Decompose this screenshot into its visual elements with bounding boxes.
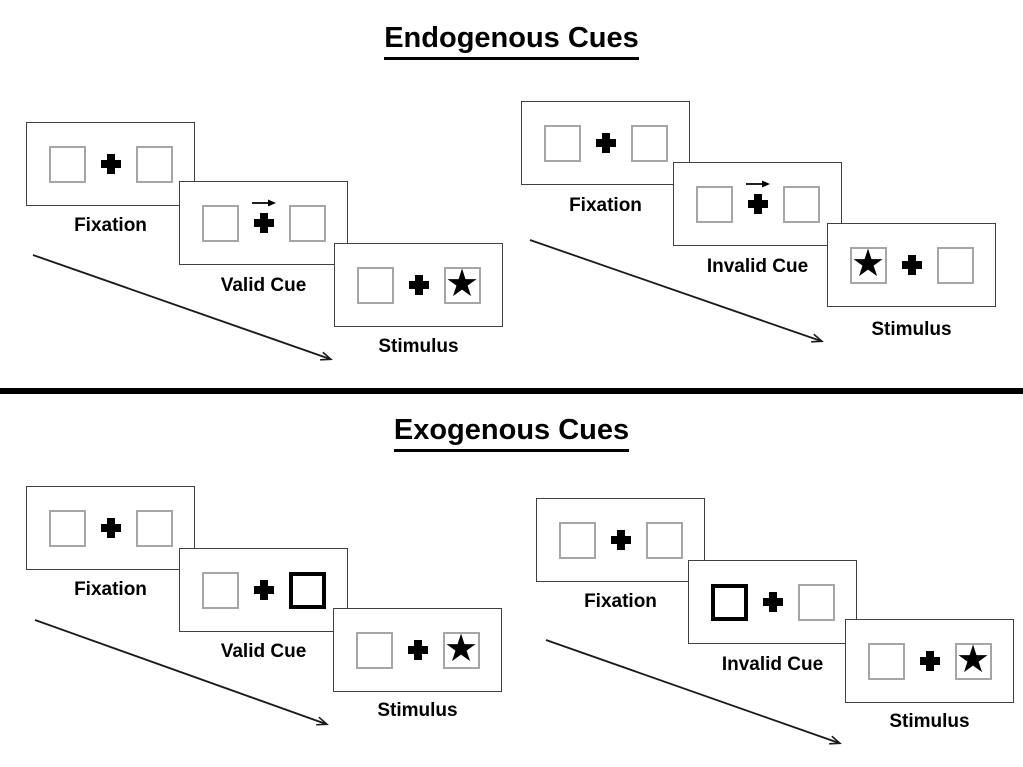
time-arrow-endo-valid bbox=[32, 254, 333, 361]
right-arrow-cue-icon bbox=[745, 180, 770, 188]
frame-exo-valid-stimulus: ★ bbox=[333, 608, 502, 692]
frame-label: Fixation bbox=[74, 215, 147, 236]
frame-endo-valid-cue bbox=[179, 181, 348, 265]
left-box bbox=[48, 509, 86, 547]
section-title-endogenous: Endogenous Cues bbox=[0, 22, 1023, 60]
frame-label: Fixation bbox=[74, 579, 147, 600]
right-box bbox=[135, 145, 173, 183]
right-box bbox=[936, 246, 974, 284]
right-box bbox=[288, 204, 326, 242]
fixation-cross-icon bbox=[901, 255, 922, 275]
right-box bbox=[797, 583, 835, 621]
star-stimulus-icon: ★ bbox=[955, 638, 991, 681]
section-title-text: Exogenous Cues bbox=[393, 414, 630, 452]
right-box-with-star: ★ bbox=[954, 638, 992, 681]
right-box bbox=[782, 185, 820, 223]
left-box bbox=[201, 204, 239, 242]
right-box-with-star: ★ bbox=[442, 627, 480, 670]
star-stimulus-icon: ★ bbox=[443, 627, 479, 670]
fixation-cross-icon bbox=[595, 133, 616, 153]
frame-endo-valid-fixation bbox=[26, 122, 195, 206]
frame-label: Invalid Cue bbox=[706, 256, 809, 277]
fixation-cross-icon bbox=[253, 580, 274, 600]
left-box bbox=[356, 266, 394, 304]
fixation-cross-icon bbox=[100, 154, 121, 174]
left-box bbox=[355, 631, 393, 669]
frame-endo-valid-stimulus: ★ bbox=[334, 243, 503, 327]
right-box-highlighted-cue bbox=[288, 571, 326, 609]
section-title-text: Endogenous Cues bbox=[384, 22, 639, 60]
frame-label: Stimulus bbox=[378, 336, 459, 357]
frame-label: Fixation bbox=[569, 195, 642, 216]
frame-label: Invalid Cue bbox=[721, 654, 824, 675]
left-box bbox=[867, 642, 905, 680]
frame-label: Valid Cue bbox=[220, 641, 307, 662]
left-box bbox=[543, 124, 581, 162]
right-box-with-star: ★ bbox=[443, 262, 481, 305]
left-box bbox=[201, 571, 239, 609]
frame-exo-invalid-fixation bbox=[536, 498, 705, 582]
right-box bbox=[645, 521, 683, 559]
fixation-cross-icon bbox=[610, 530, 631, 550]
frame-exo-invalid-cue bbox=[688, 560, 857, 644]
right-arrow-cue-icon bbox=[251, 199, 276, 207]
fixation-cross-icon bbox=[407, 640, 428, 660]
left-box bbox=[695, 185, 733, 223]
left-box-with-star: ★ bbox=[849, 242, 887, 285]
star-stimulus-icon: ★ bbox=[850, 242, 886, 285]
fixation-cross-icon bbox=[919, 651, 940, 671]
fixation-cross-icon bbox=[251, 199, 276, 233]
time-arrow-exo-valid bbox=[34, 619, 329, 726]
fixation-cross-icon bbox=[745, 180, 770, 214]
right-box bbox=[135, 509, 173, 547]
frame-endo-invalid-fixation bbox=[521, 101, 690, 185]
fixation-cross-icon bbox=[762, 592, 783, 612]
frame-exo-invalid-stimulus: ★ bbox=[845, 619, 1014, 703]
section-divider bbox=[0, 388, 1023, 394]
fixation-cross-icon bbox=[100, 518, 121, 538]
frame-endo-invalid-stimulus: ★ bbox=[827, 223, 996, 307]
section-title-exogenous: Exogenous Cues bbox=[0, 414, 1023, 452]
frame-endo-invalid-cue bbox=[673, 162, 842, 246]
left-box bbox=[558, 521, 596, 559]
frame-label: Stimulus bbox=[377, 700, 458, 721]
left-box-highlighted-cue bbox=[710, 583, 748, 621]
right-box bbox=[630, 124, 668, 162]
frame-label: Valid Cue bbox=[220, 275, 307, 296]
frame-label: Fixation bbox=[584, 591, 657, 612]
fixation-cross-icon bbox=[408, 275, 429, 295]
frame-exo-valid-fixation bbox=[26, 486, 195, 570]
frame-label: Stimulus bbox=[871, 319, 952, 340]
frame-exo-valid-cue bbox=[179, 548, 348, 632]
left-box bbox=[48, 145, 86, 183]
frame-label: Stimulus bbox=[889, 711, 970, 732]
star-stimulus-icon: ★ bbox=[444, 262, 480, 305]
